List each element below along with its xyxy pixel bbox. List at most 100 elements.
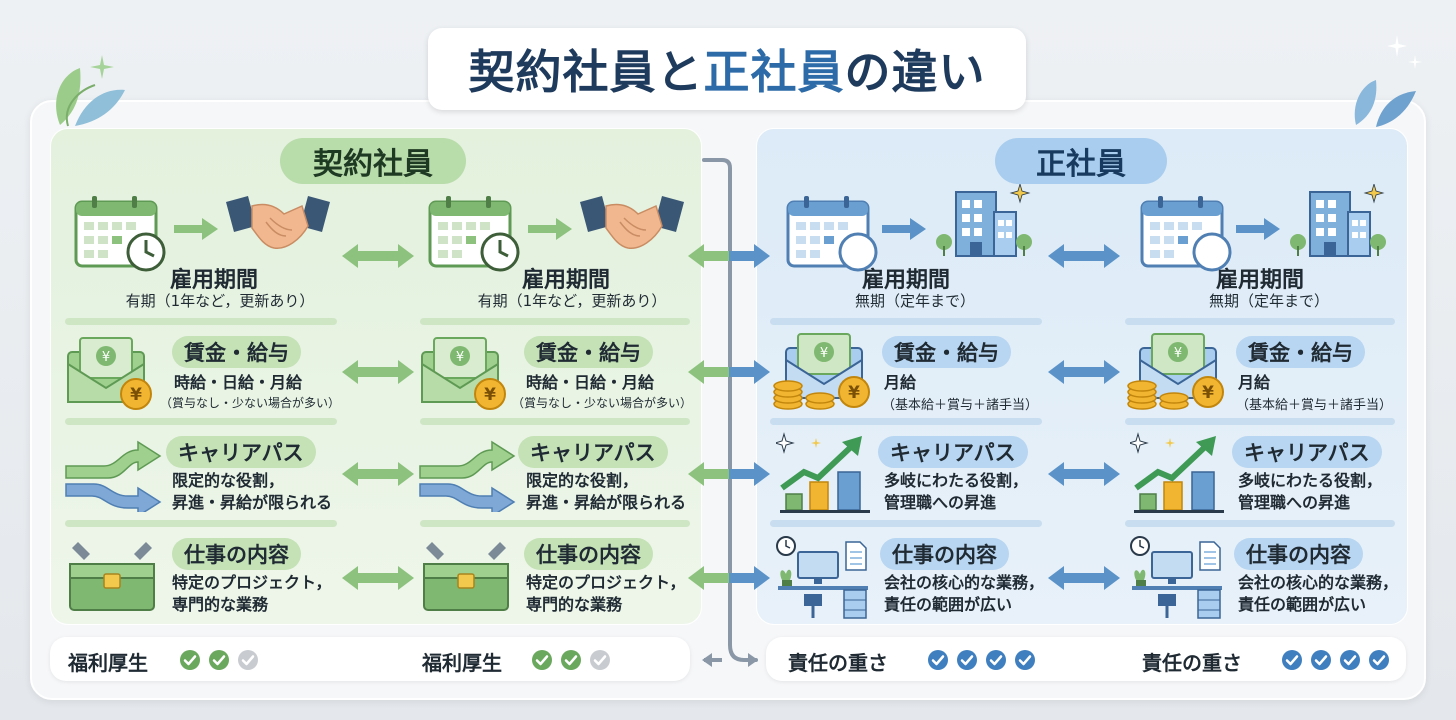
work-line1: 会社の核心的な業務， — [1238, 573, 1399, 592]
employment-desc: 無期（定年まで） — [1208, 292, 1329, 310]
benefits-checks — [532, 649, 622, 671]
svg-text:¥: ¥ — [102, 350, 110, 365]
leaf-right-icon — [1354, 80, 1416, 127]
career-tag: キャリアパス — [1232, 436, 1382, 468]
separator — [770, 318, 1042, 325]
wage-line2: （賞与なし・少ない場合が多い） — [512, 396, 693, 410]
career-line2: 昇進・昇給が限られる — [526, 493, 687, 512]
check-off-icon — [238, 650, 258, 670]
check-on-icon — [1015, 650, 1035, 670]
career-line1: 多岐にわたる役割， — [884, 471, 1029, 490]
wage-line1: 月給 — [884, 373, 917, 392]
double-arrow-icon — [1048, 566, 1120, 590]
separator — [1125, 520, 1395, 527]
toolbox-icon — [69, 542, 155, 611]
calendar-clock-icon — [428, 196, 520, 272]
separator — [420, 318, 690, 325]
arrow-right-icon — [1236, 218, 1280, 240]
regular-heading: 正社員 — [995, 138, 1167, 184]
career-line2: 管理職への昇進 — [884, 493, 997, 512]
career-line1: 限定的な役割， — [172, 471, 285, 490]
page-title: 契約社員と正社員の違い — [428, 28, 1026, 110]
leaf-left-icon — [56, 68, 125, 127]
separator — [420, 418, 690, 425]
double-arrow-icon — [342, 566, 414, 590]
calendar-icon — [786, 196, 878, 272]
employment-title: 雇用期間 — [522, 268, 611, 293]
calendar-icon — [1140, 196, 1232, 272]
work-tag: 仕事の内容 — [172, 538, 301, 570]
svg-text:¥: ¥ — [130, 385, 142, 405]
check-on-icon — [957, 650, 977, 670]
work-line2: 専門的な業務 — [526, 595, 623, 614]
employment-desc: 有期（1年など，更新あり） — [477, 292, 667, 310]
arrow-right-icon — [174, 218, 218, 240]
double-arrow-icon — [1048, 462, 1120, 486]
responsibility-label: 責任の重さ — [1142, 651, 1242, 675]
wage-tag: 賃金・給与 — [1236, 336, 1365, 368]
check-on-icon — [1340, 650, 1360, 670]
arrow-right-icon — [528, 218, 572, 240]
career-line1: 限定的な役割， — [526, 471, 639, 490]
benefits-label: 福利厚生 — [68, 651, 148, 675]
career-line2: 昇進・昇給が限られる — [172, 493, 333, 512]
separator — [1125, 418, 1395, 425]
employment-title: 雇用期間 — [862, 268, 951, 293]
career-line2: 管理職への昇進 — [1238, 493, 1351, 512]
employment-desc: 有期（1年など，更新あり） — [125, 292, 315, 310]
double-arrow-icon — [342, 244, 414, 268]
responsibility-checks — [928, 649, 1048, 671]
office-desk-icon — [1130, 536, 1222, 619]
career-path-arrows-icon — [419, 440, 516, 512]
wage-line2: （基本給＋賞与＋諸手当） — [882, 398, 1039, 413]
cross-arrow-icon — [688, 566, 770, 590]
work-line1: 会社の核心的な業務， — [884, 573, 1045, 592]
calendar-clock-icon — [74, 196, 166, 272]
svg-text:¥: ¥ — [848, 383, 860, 403]
growth-chart-icon — [776, 432, 870, 513]
check-on-icon — [986, 650, 1006, 670]
title-part1: 契約社員と — [468, 45, 704, 99]
separator — [65, 318, 337, 325]
employment-desc: 無期（定年まで） — [854, 292, 975, 310]
cross-arrow-icon — [688, 360, 770, 384]
benefits-checks — [180, 649, 270, 671]
check-on-icon — [1369, 650, 1389, 670]
double-arrow-icon — [342, 462, 414, 486]
handshake-icon — [580, 196, 684, 249]
double-arrow-icon — [342, 360, 414, 384]
svg-text:¥: ¥ — [456, 350, 464, 365]
employment-title: 雇用期間 — [1216, 268, 1305, 293]
employment-title: 雇用期間 — [170, 268, 259, 293]
wage-line1: 月給 — [1238, 373, 1271, 392]
separator — [65, 520, 337, 527]
check-on-icon — [180, 650, 200, 670]
work-line2: 責任の範囲が広い — [1238, 595, 1367, 614]
contract-heading: 契約社員 — [280, 138, 466, 184]
svg-text:¥: ¥ — [1174, 346, 1182, 361]
sparkle-right-icon — [1387, 35, 1422, 69]
envelope-yen-icon: ¥ ¥ — [421, 337, 506, 410]
wage-line1: 時給・日給・月給 — [526, 373, 655, 392]
benefits-label: 福利厚生 — [422, 651, 502, 675]
work-line2: 専門的な業務 — [172, 595, 269, 614]
responsibility-checks — [1282, 649, 1402, 671]
svg-text:¥: ¥ — [820, 346, 828, 361]
work-line1: 特定のプロジェクト， — [172, 573, 332, 592]
work-line1: 特定のプロジェクト， — [526, 573, 686, 592]
double-arrow-icon — [1048, 360, 1120, 384]
svg-text:¥: ¥ — [484, 385, 496, 405]
contract-footer — [50, 637, 690, 681]
arrow-right-icon — [882, 218, 926, 240]
career-tag: キャリアパス — [878, 436, 1028, 468]
wage-line2: （基本給＋賞与＋諸手当） — [1236, 398, 1393, 413]
title-part2: 正社員 — [703, 45, 845, 99]
separator — [1125, 318, 1395, 325]
envelope-yen-icon: ¥ ¥ — [67, 337, 152, 410]
title-part3: の違い — [844, 45, 986, 99]
career-line1: 多岐にわたる役割， — [1238, 471, 1383, 490]
check-on-icon — [928, 650, 948, 670]
check-on-icon — [1282, 650, 1302, 670]
wage-tag: 賃金・給与 — [172, 336, 301, 368]
office-building-icon — [936, 184, 1032, 257]
